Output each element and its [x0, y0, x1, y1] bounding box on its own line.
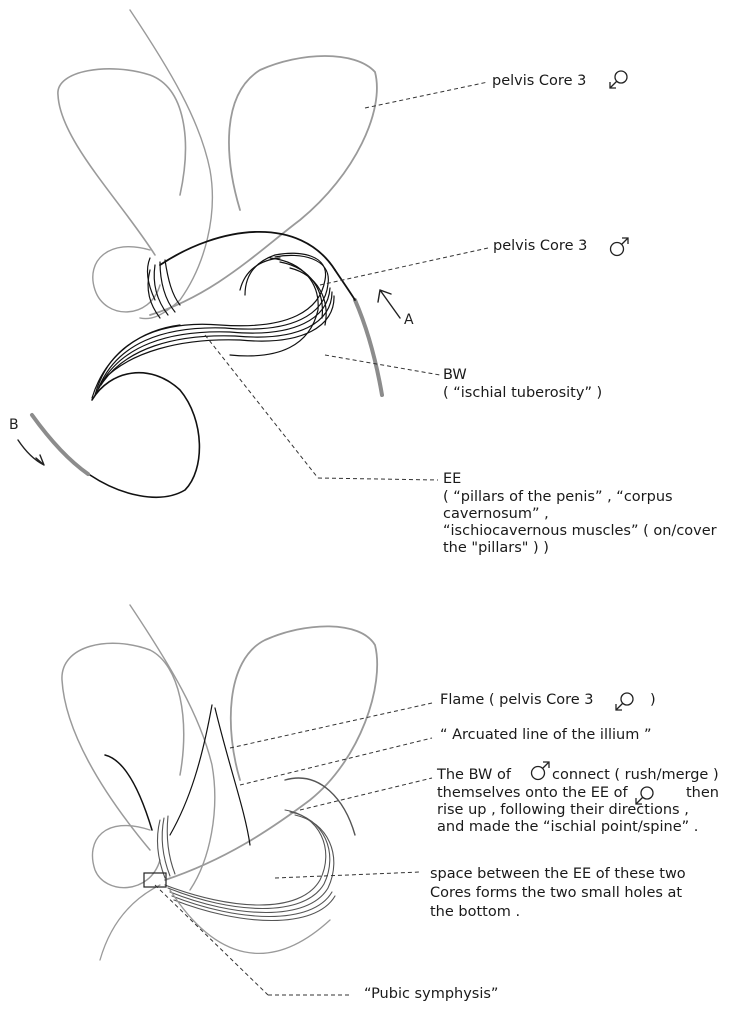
label-ee-line2: ( “pillars of the penis” , “corpus	[443, 489, 673, 505]
label-bw-connect-3: rise up , following their directions ,	[437, 802, 689, 818]
top-small-loop	[92, 245, 161, 313]
label-flame-close: )	[650, 692, 656, 708]
top-spine-line	[129, 9, 213, 320]
bottom-small-loop	[91, 824, 161, 889]
bottom-left-wing	[61, 642, 185, 851]
label-ee-line5: the "pillars" ) )	[443, 540, 549, 556]
bottom-right-wing	[164, 625, 379, 881]
label-ee-line3: cavernosum” ,	[443, 506, 549, 522]
bottom-ee-hatching	[156, 809, 336, 922]
male-symbol-icon-top	[609, 237, 629, 257]
top-left-wing	[57, 68, 187, 256]
bottom-leader-lines	[154, 702, 433, 996]
label-arcuated-line: “ Arcuated line of the illium ”	[440, 727, 652, 743]
pubic-symphysis-mark	[143, 872, 167, 888]
top-pelvis-figure	[17, 9, 401, 498]
label-bw-connect-2b: then	[686, 785, 719, 801]
top-outer-arc-gray	[353, 298, 384, 397]
label-bw-connect-4: and made the “ischial point/spine” .	[437, 819, 699, 835]
label-ee-line4: “ischiocavernous muscles” ( on/cover	[443, 523, 717, 539]
label-pelvis-core3-male: pelvis Core 3	[493, 238, 588, 254]
label-ee-title: EE	[443, 471, 462, 487]
bottom-pelvis-figure	[61, 604, 379, 961]
label-bw-title: BW	[443, 367, 467, 383]
top-right-wing	[149, 55, 378, 316]
label-flame: Flame ( pelvis Core 3	[440, 692, 594, 708]
top-b-accent	[30, 413, 90, 476]
label-space-3: the bottom .	[430, 904, 521, 920]
label-bw-connect-1a: The BW of	[437, 767, 511, 783]
top-outer-arc	[159, 231, 336, 271]
male-symbol-icon-bottom	[530, 761, 550, 781]
top-ee-hatching	[91, 252, 335, 399]
arrow-a	[377, 289, 401, 319]
label-bw-sub: ( “ischial tuberosity” )	[443, 385, 603, 401]
female-symbol-icon-top	[609, 70, 628, 89]
arrow-b-label: B	[9, 417, 19, 433]
label-space-2: Cores forms the two small holes at	[430, 885, 683, 901]
label-pelvis-core3-female: pelvis Core 3	[492, 73, 587, 89]
label-space-1: space between the EE of these two	[430, 866, 686, 882]
label-bw-connect-1b: connect ( rush/merge )	[552, 767, 719, 783]
label-pubic-symphysis: “Pubic symphysis”	[364, 986, 499, 1002]
arrow-b	[17, 439, 45, 466]
arrow-a-label: A	[404, 312, 414, 328]
top-lower-loop	[89, 372, 201, 498]
top-leader-lines	[204, 81, 489, 481]
bottom-spine-line	[129, 604, 216, 891]
female-symbol-icon-flame	[615, 692, 634, 711]
label-bw-connect-2a: themselves onto the EE of	[437, 785, 628, 801]
